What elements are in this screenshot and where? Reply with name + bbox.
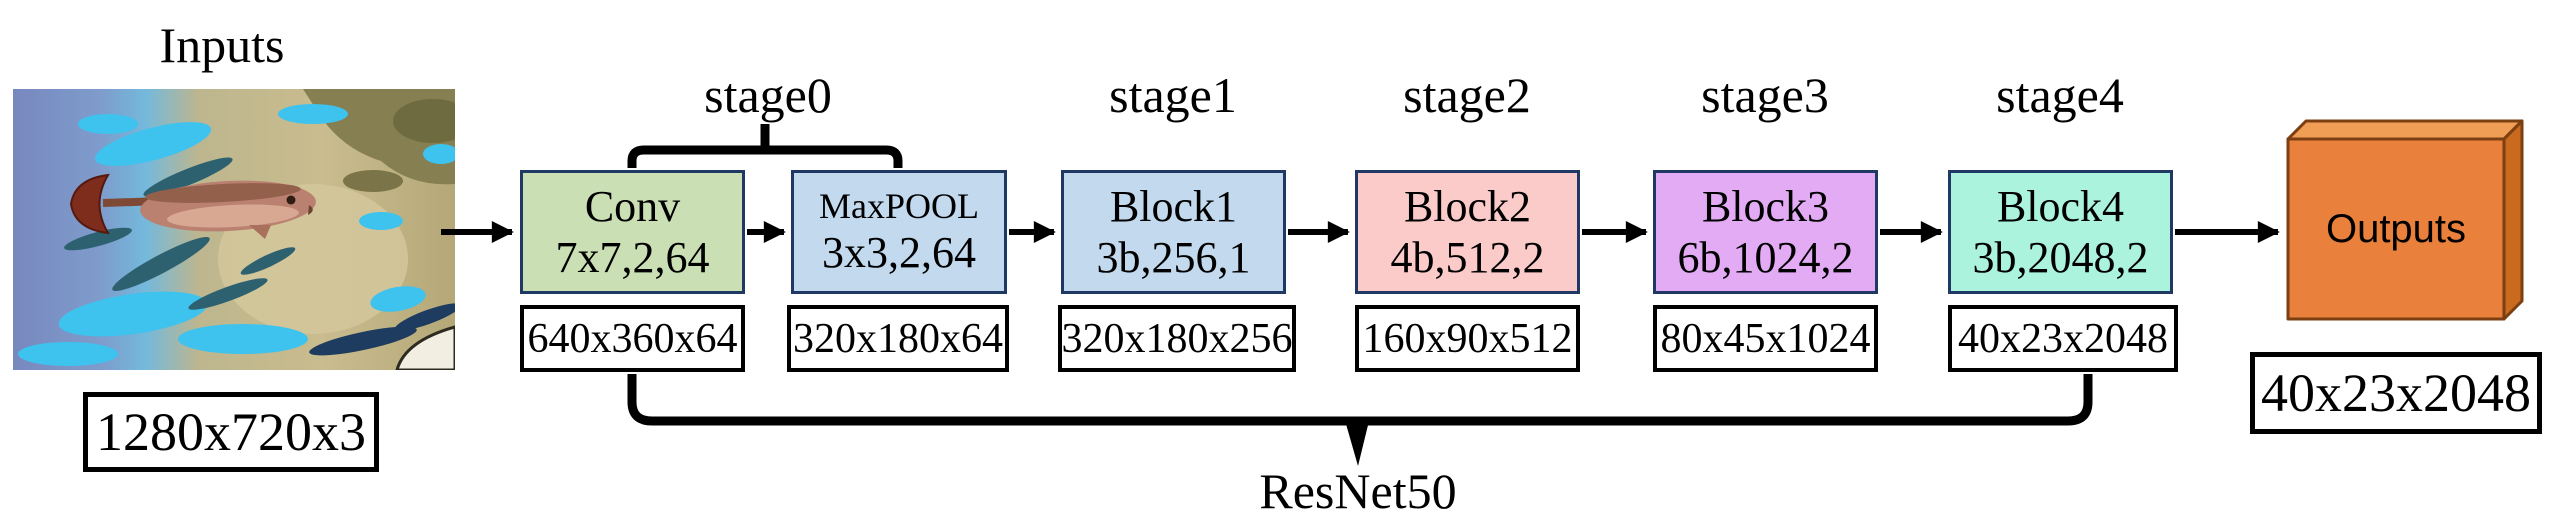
block-block2-params: 4b,512,2 bbox=[1390, 233, 1545, 282]
block-conv: Conv 7x7,2,64 bbox=[520, 170, 745, 294]
block-maxpool-params: 3x3,2,64 bbox=[822, 228, 976, 278]
stage-label-4: stage4 bbox=[1996, 67, 2124, 123]
block-maxpool: MaxPOOL 3x3,2,64 bbox=[791, 170, 1007, 294]
input-image-fish bbox=[13, 89, 455, 370]
block-conv-params: 7x7,2,64 bbox=[555, 233, 710, 282]
dims-box-block1: 320x180x256 bbox=[1058, 305, 1296, 372]
block-conv-title: Conv bbox=[584, 181, 681, 231]
outputs-label: Outputs bbox=[2325, 206, 2467, 251]
fish bbox=[69, 173, 316, 239]
block-block1-params: 3b,256,1 bbox=[1096, 233, 1251, 282]
block-block3: Block3 6b,1024,2 bbox=[1653, 170, 1878, 294]
block-block3-params: 6b,1024,2 bbox=[1677, 233, 1854, 282]
input-dims-box: 1280x720x3 bbox=[83, 392, 379, 472]
dims-box-block2: 160x90x512 bbox=[1355, 305, 1580, 372]
outputs-cube bbox=[2286, 119, 2524, 321]
stage-label-1: stage1 bbox=[1109, 67, 1237, 123]
block-block1: Block1 3b,256,1 bbox=[1061, 170, 1286, 294]
outputs-cube-front-face bbox=[2286, 137, 2506, 321]
resnet50-brace bbox=[627, 374, 2093, 466]
block-block4-title: Block4 bbox=[1996, 181, 2125, 231]
block-block2: Block2 4b,512,2 bbox=[1355, 170, 1580, 294]
dims-box-conv: 640x360x64 bbox=[520, 305, 745, 372]
white-sand-patch bbox=[395, 325, 455, 370]
dims-box-block3: 80x45x1024 bbox=[1653, 305, 1878, 372]
stage0-bracket bbox=[627, 124, 903, 168]
stage-label-0: stage0 bbox=[704, 67, 832, 123]
block-block4: Block4 3b,2048,2 bbox=[1948, 170, 2173, 294]
stage-label-3: stage3 bbox=[1701, 67, 1829, 123]
dims-box-maxpool: 320x180x64 bbox=[787, 305, 1009, 372]
block-maxpool-title: MaxPOOL bbox=[819, 185, 979, 226]
output-dims-box: 40x23x2048 bbox=[2250, 352, 2542, 434]
brace-pointer-tip bbox=[1344, 417, 1370, 466]
resnet50-label: ResNet50 bbox=[1259, 463, 1457, 519]
block-block4-params: 3b,2048,2 bbox=[1972, 233, 2149, 282]
block-block3-title: Block3 bbox=[1701, 181, 1830, 231]
outputs-cube-top-face bbox=[2286, 119, 2524, 141]
block-block2-title: Block2 bbox=[1403, 181, 1532, 231]
dims-box-block4: 40x23x2048 bbox=[1948, 305, 2178, 372]
navy-streaks bbox=[309, 303, 455, 356]
block-block1-title: Block1 bbox=[1109, 181, 1238, 231]
inputs-title: Inputs bbox=[159, 17, 285, 73]
outputs-cube-side-face bbox=[2502, 119, 2524, 321]
teal-streaks bbox=[64, 157, 296, 310]
stage-label-2: stage2 bbox=[1403, 67, 1531, 123]
